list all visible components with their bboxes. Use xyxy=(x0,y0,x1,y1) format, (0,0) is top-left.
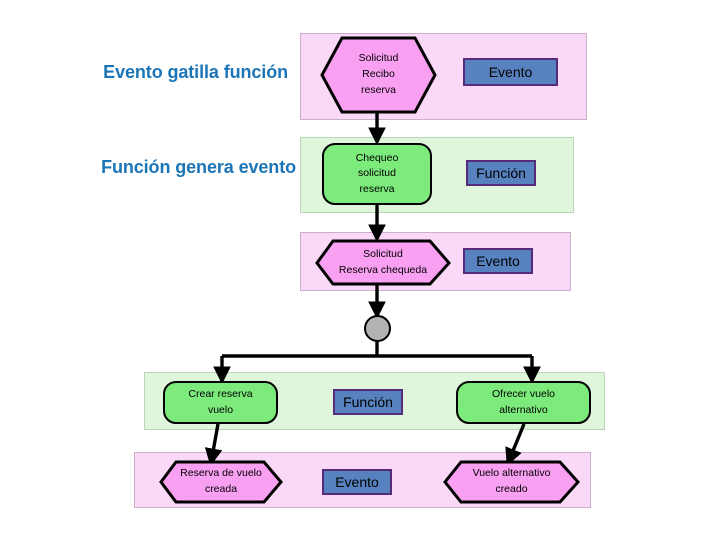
legend-chip-evento-2[interactable]: Evento xyxy=(463,248,533,274)
legend-chip-funcion-2[interactable]: Función xyxy=(333,389,403,415)
node-line: Chequeo xyxy=(355,152,399,165)
node-line: reserva xyxy=(359,182,395,195)
legend-label: Función xyxy=(476,165,526,181)
event-hexagon-shape xyxy=(315,239,451,286)
caption-event-triggers-function: Evento gatilla función xyxy=(103,62,288,82)
node-solicitud-recibo-reserva[interactable]: Solicitud Recibo reserva xyxy=(320,36,437,114)
node-solicitud-reserva-chequeda[interactable]: Solicitud Reserva chequeda xyxy=(315,239,451,286)
node-line: Ofrecer vuelo xyxy=(491,388,556,401)
node-line: vuelo xyxy=(207,403,234,416)
node-chequeo-solicitud-reserva[interactable]: Chequeo solicitud reserva xyxy=(322,143,432,205)
legend-chip-evento-1[interactable]: Evento xyxy=(463,58,558,86)
xor-junction[interactable] xyxy=(364,315,391,342)
caption-function-generates-event: Función genera evento xyxy=(101,157,296,177)
event-hexagon-shape xyxy=(443,460,580,504)
event-hexagon-shape xyxy=(320,36,437,114)
event-hexagon-shape xyxy=(159,460,283,504)
legend-chip-evento-3[interactable]: Evento xyxy=(322,469,392,495)
node-line: alternativo xyxy=(499,403,548,416)
node-vuelo-alternativo-creado[interactable]: Vuelo alternativo creado xyxy=(443,460,580,504)
legend-label: Función xyxy=(343,394,393,410)
node-line: Crear reserva xyxy=(188,388,253,401)
node-crear-reserva-vuelo[interactable]: Crear reserva vuelo xyxy=(163,381,278,424)
node-ofrecer-vuelo-alternativo[interactable]: Ofrecer vuelo alternativo xyxy=(456,381,591,424)
legend-label: Evento xyxy=(488,64,533,80)
node-reserva-de-vuelo-creada[interactable]: Reserva de vuelo creada xyxy=(159,460,283,504)
node-line: solicitud xyxy=(358,167,396,180)
legend-label: Evento xyxy=(476,253,520,269)
legend-chip-funcion-1[interactable]: Función xyxy=(466,160,536,186)
legend-label: Evento xyxy=(335,474,379,490)
